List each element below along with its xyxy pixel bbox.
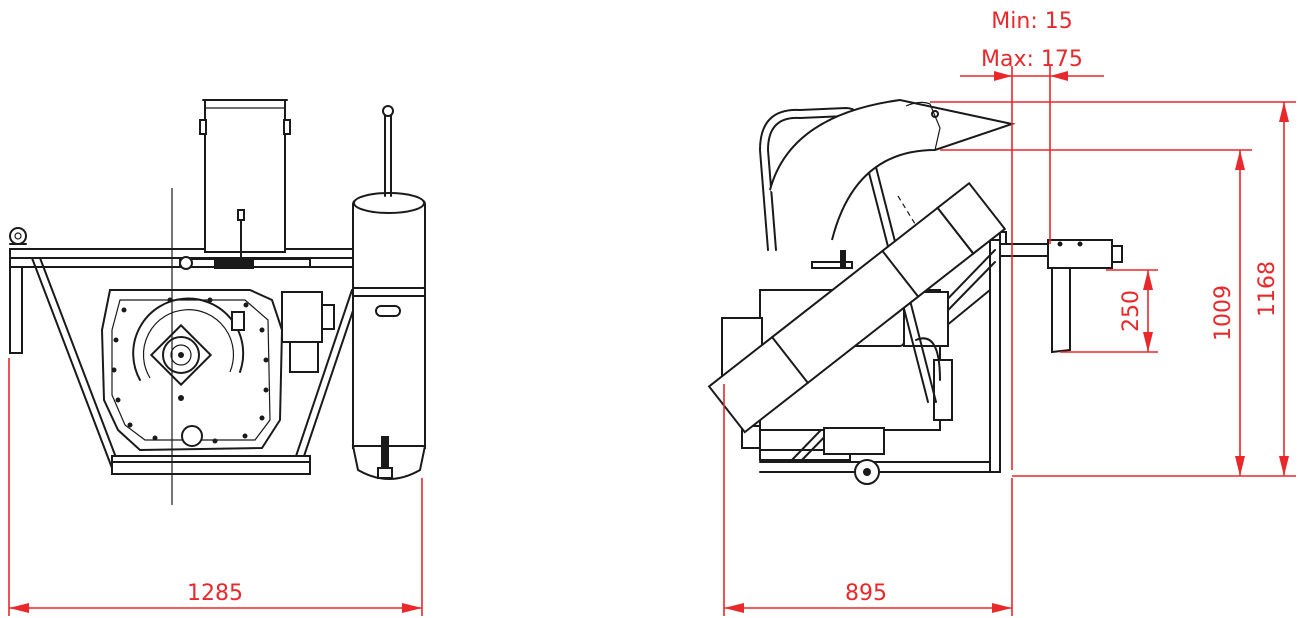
drain-plug — [181, 425, 203, 447]
dim-spout-drop-label: 250 — [1119, 290, 1144, 332]
discharge-spout — [769, 98, 1016, 241]
front-chute — [204, 99, 286, 253]
front-left-post — [9, 266, 23, 354]
dim-adjust-range: Min: 15 Max: 175 — [960, 9, 1104, 470]
dim-adjust-min-label: Min: 15 — [991, 9, 1072, 34]
dim-front-width: 1285 — [8, 358, 423, 616]
dim-side-depth-label: 895 — [845, 581, 887, 606]
dimensions: 1285 895 Min: 15 Max: 175 — [8, 9, 1296, 616]
dim-front-width-label: 1285 — [187, 581, 243, 606]
dim-spout-height: 1009 — [1211, 150, 1245, 476]
dim-overall-height-label: 1168 — [1255, 261, 1280, 317]
front-right-brace — [299, 289, 361, 469]
dim-adjust-max-label: Max: 175 — [981, 47, 1083, 72]
dim-overall-height: 1168 — [1255, 102, 1289, 476]
lifting-eye — [9, 227, 27, 245]
dim-spout-drop: 250 — [1119, 270, 1153, 352]
dim-spout-height-label: 1009 — [1211, 285, 1236, 341]
front-left-brace — [31, 257, 113, 469]
dim-side-depth: 895 — [723, 384, 1013, 616]
hitch-plate — [1051, 267, 1071, 354]
side-view — [707, 98, 1123, 485]
hitch-bar — [999, 243, 1049, 257]
side-chute — [707, 181, 1007, 434]
front-view — [9, 99, 427, 505]
side-rear-post — [989, 239, 1001, 473]
front-motor — [281, 291, 323, 343]
side-adjuster — [811, 261, 853, 269]
front-base-plate — [111, 455, 311, 475]
